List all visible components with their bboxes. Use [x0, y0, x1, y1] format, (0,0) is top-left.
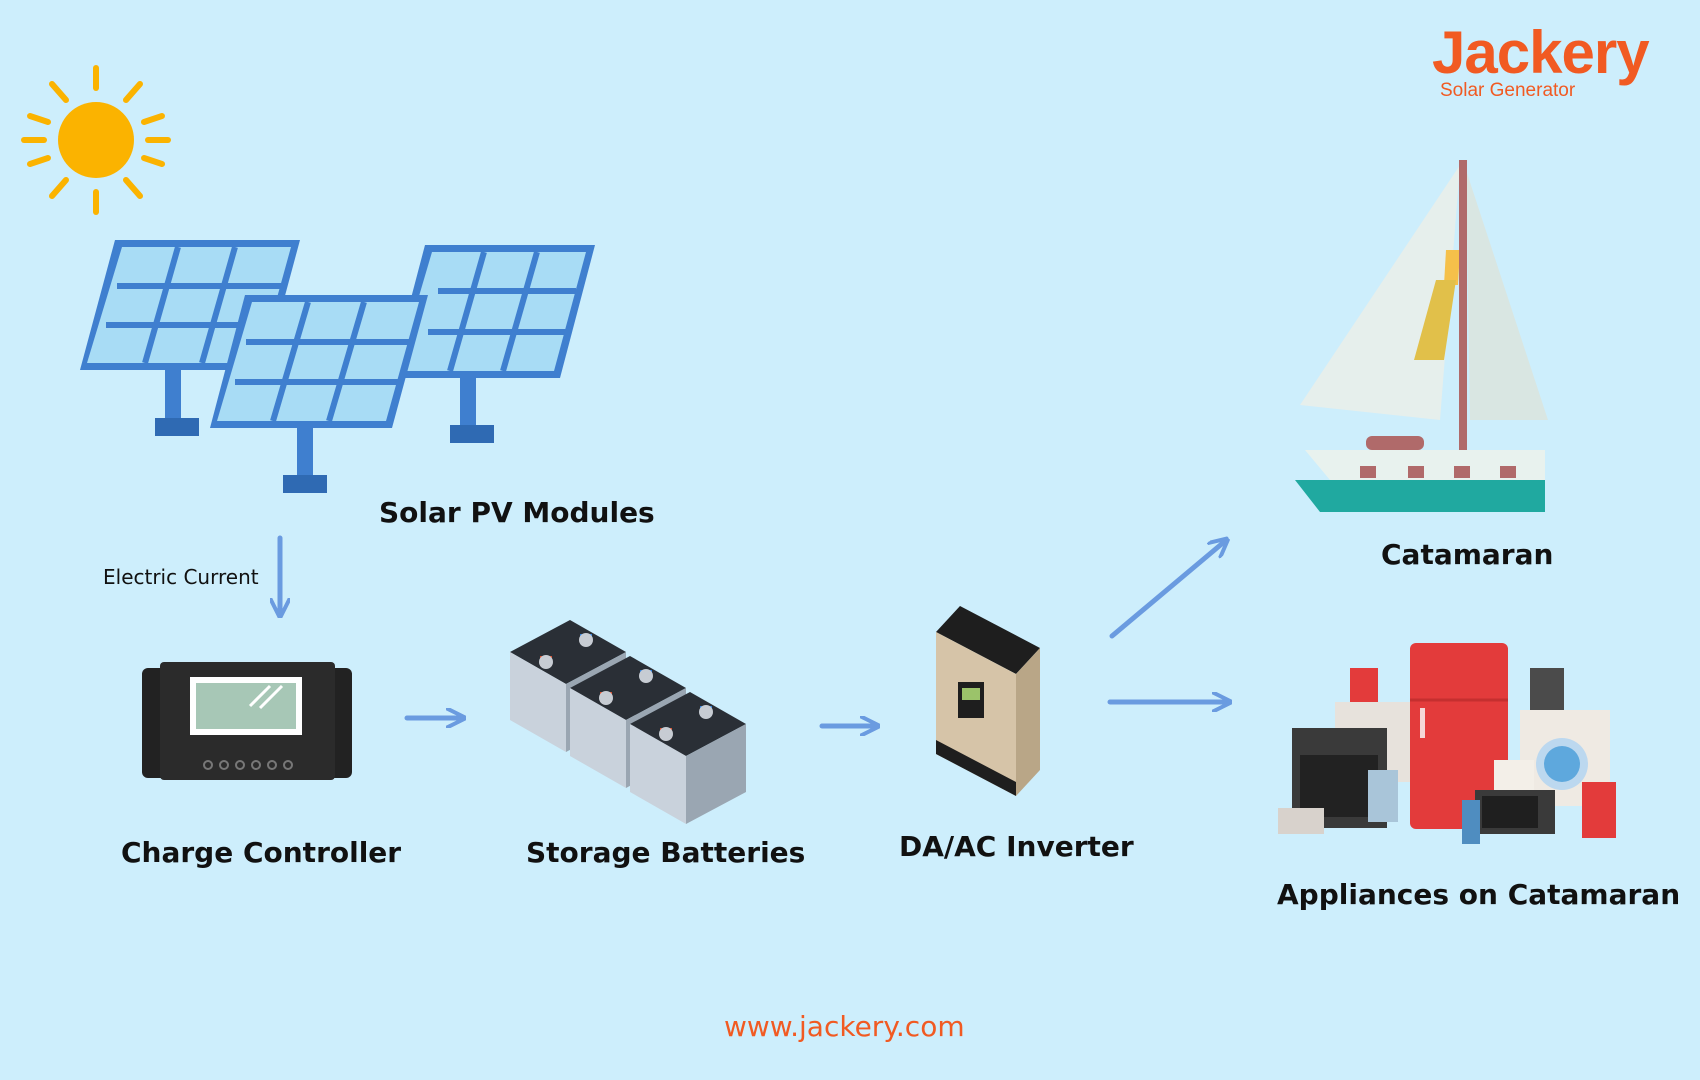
flow-arrows [280, 538, 1226, 726]
appliances-icon [1278, 643, 1616, 844]
edge-label-electric-current: Electric Current [103, 565, 259, 589]
battery-icon [510, 620, 746, 824]
inverter-icon [936, 606, 1040, 796]
node-label-batteries: Storage Batteries [526, 836, 806, 869]
brand-logo-text: Jackery [1432, 19, 1650, 86]
node-label-catamaran: Catamaran [1381, 538, 1554, 571]
brand-subtitle: Solar Generator [1440, 80, 1576, 101]
solar-panel-icon [80, 240, 595, 493]
sailboat-icon [1295, 160, 1548, 512]
arrow-inverter-to-catamaran [1109, 542, 1224, 639]
sun-icon [21, 65, 171, 215]
website-link[interactable]: www.jackery.com [724, 1010, 965, 1043]
charge-controller-icon [142, 662, 352, 780]
node-label-appliances: Appliances on Catamaran [1277, 878, 1681, 911]
node-label-inverter: DA/AC Inverter [899, 830, 1134, 863]
node-label-solar: Solar PV Modules [379, 496, 655, 529]
node-label-controller: Charge Controller [121, 836, 402, 869]
